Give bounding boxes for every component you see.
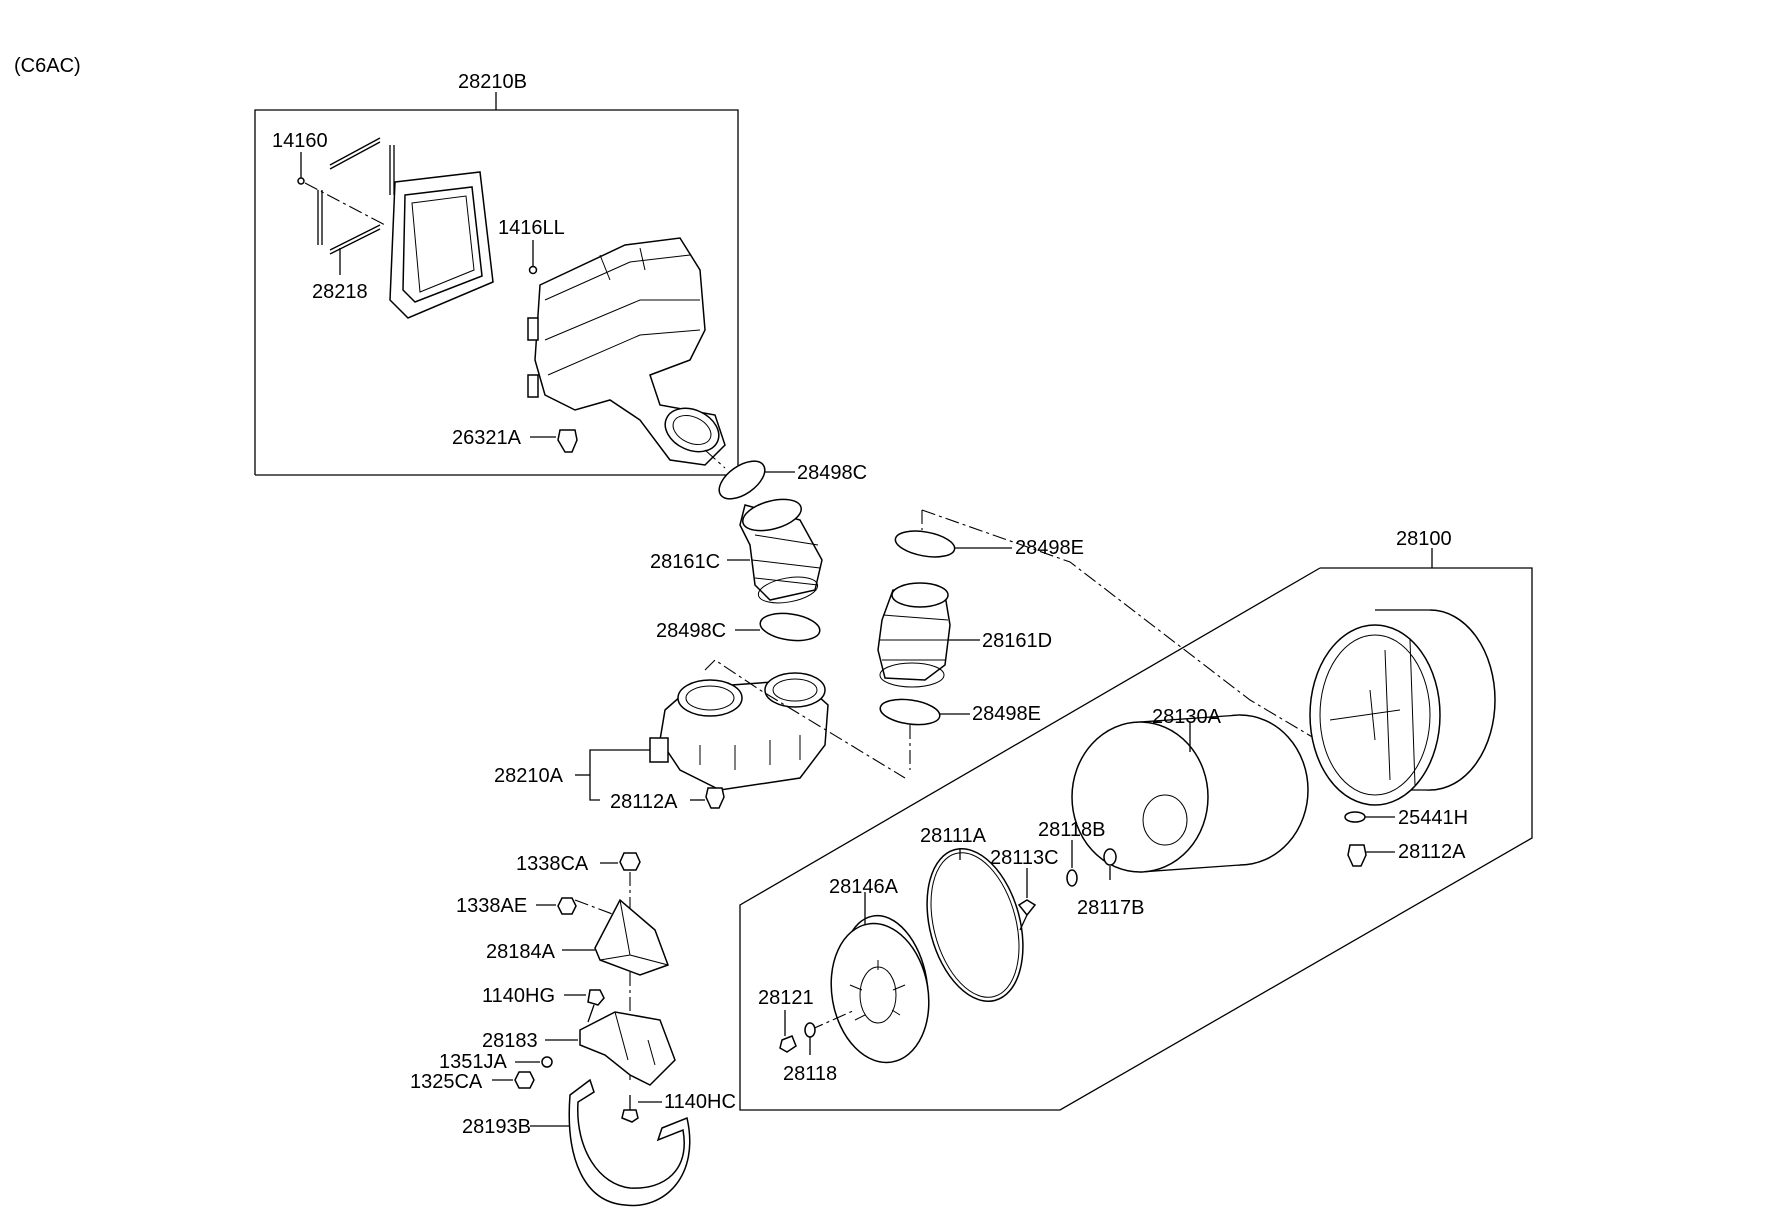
label-28183[interactable]: 28183 [482, 1030, 538, 1052]
bolt-28113C-part [1017, 868, 1037, 931]
label-28121[interactable]: 28121 [758, 987, 814, 1009]
nut-1338CA-part [600, 852, 641, 1080]
label-28100[interactable]: 28100 [1396, 528, 1452, 550]
washer-1351JA-part [515, 1056, 553, 1068]
strap-28193B-part [530, 1078, 691, 1207]
grommet-26321A-part [530, 429, 578, 453]
variant-code: (C6AC) [14, 55, 81, 77]
label-28117B[interactable]: 28117B [1077, 897, 1144, 919]
air-cleaner-body-part [1309, 608, 1496, 806]
nut-1325CA-part [492, 1071, 535, 1089]
washer-28118B-part [1066, 840, 1078, 887]
label-26321A[interactable]: 26321A [452, 427, 522, 449]
washer-28118-part [804, 1022, 816, 1055]
label-1140HC[interactable]: 1140HC [664, 1091, 736, 1113]
grommet-28112A-left-part [690, 787, 725, 809]
label-1325CA[interactable]: 1325CA [410, 1071, 483, 1093]
label-28161D[interactable]: 28161D [982, 630, 1052, 652]
label-28218[interactable]: 28218 [312, 281, 368, 303]
bolt-1140HG-part [564, 989, 605, 1023]
filter-cover-28146A-part [809, 892, 930, 1064]
label-28146A[interactable]: 28146A [829, 876, 899, 898]
washer-28117B-part [1103, 848, 1117, 880]
air-cleaner-upper-housing-part [527, 237, 726, 466]
label-28111A[interactable]: 28111A [920, 825, 987, 847]
label-28184A[interactable]: 28184A [486, 941, 556, 963]
label-28498E-upper[interactable]: 28498E [1015, 537, 1084, 559]
label-1416LL[interactable]: 1416LL [498, 217, 565, 239]
label-28112A-right[interactable]: 28112A [1398, 841, 1466, 863]
intake-hose-28161D-part [877, 582, 980, 688]
clip-14160-part [297, 137, 395, 255]
gasket-28111A-part [926, 848, 1024, 1002]
label-28193B[interactable]: 28193B [462, 1116, 531, 1138]
label-14160[interactable]: 14160 [272, 130, 328, 152]
label-28112A-left[interactable]: 28112A [610, 791, 678, 813]
clamp-28498E-upper-part [894, 509, 1406, 793]
assembly-box-28210B [254, 92, 739, 476]
bracket-28183-part [545, 1011, 676, 1086]
grommet-28112A-right-part [1347, 844, 1395, 867]
bolt-1140HC-part [621, 1095, 662, 1123]
valve-25441H-part [1344, 811, 1395, 823]
label-28498C-lower[interactable]: 28498C [656, 620, 726, 642]
clamp-28498C-lower-part [735, 612, 821, 642]
assembly-box-28100 [739, 548, 1533, 1111]
clamp-28498C-upper-part [704, 449, 795, 500]
nut-1338AE-part [536, 897, 616, 916]
intake-hose-28161C-part [727, 498, 823, 604]
filter-element-28130A-part [1071, 714, 1309, 873]
label-28130A[interactable]: 28130A [1152, 706, 1222, 728]
label-28210A[interactable]: 28210A [494, 765, 564, 787]
filter-cover-28218-part [339, 171, 494, 319]
label-28210B[interactable]: 28210B [458, 71, 527, 93]
label-1140HG[interactable]: 1140HG [482, 985, 555, 1007]
label-25441H[interactable]: 25441H [1398, 807, 1468, 829]
label-28498E-lower[interactable]: 28498E [972, 703, 1041, 725]
label-28113C[interactable]: 28113C [990, 847, 1059, 869]
label-28118[interactable]: 28118 [783, 1063, 837, 1085]
clamp-28498E-lower-part [879, 698, 970, 770]
bracket-28184A-part [562, 898, 669, 976]
label-28118B[interactable]: 28118B [1038, 819, 1105, 841]
label-1338CA[interactable]: 1338CA [516, 853, 589, 875]
screw-1416LL-part [528, 240, 538, 275]
label-1351JA[interactable]: 1351JA [439, 1051, 507, 1073]
bolt-28121-part [779, 1010, 797, 1053]
label-28498C-upper[interactable]: 28498C [797, 462, 867, 484]
label-1338AE[interactable]: 1338AE [456, 895, 527, 917]
label-28161C[interactable]: 28161C [650, 551, 720, 573]
air-cleaner-lower-housing-part [649, 659, 906, 791]
